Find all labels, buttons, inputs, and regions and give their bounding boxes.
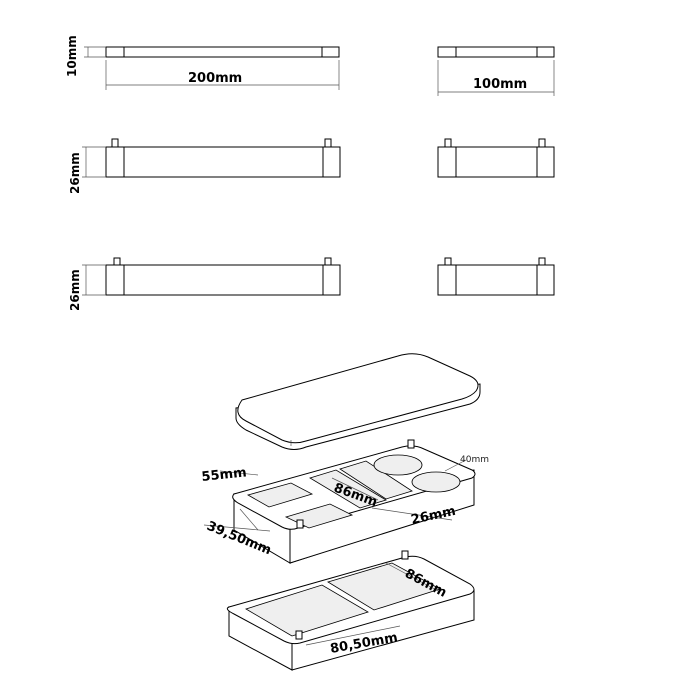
middle-height-label: 26mm xyxy=(68,152,82,194)
isometric-lid xyxy=(235,353,481,450)
bottom-tray-side-view xyxy=(437,257,555,296)
circle-diameter-label: 40mm xyxy=(460,455,489,465)
lid-thickness-label: 10mm xyxy=(65,35,79,77)
middle-tray-front-view xyxy=(82,138,341,178)
isometric-bottom-tray xyxy=(226,550,475,671)
lid-width-label: 100mm xyxy=(473,77,527,92)
compartment-length-label: 55mm xyxy=(201,465,248,485)
bottom-tray-front-view xyxy=(82,257,341,296)
lid-side-view xyxy=(437,46,555,96)
isometric-middle-tray xyxy=(203,439,476,564)
bottom-height-label: 26mm xyxy=(68,269,82,311)
middle-tray-side-view xyxy=(437,138,555,178)
lid-front-view xyxy=(84,46,340,90)
lid-length-label: 200mm xyxy=(188,71,242,86)
